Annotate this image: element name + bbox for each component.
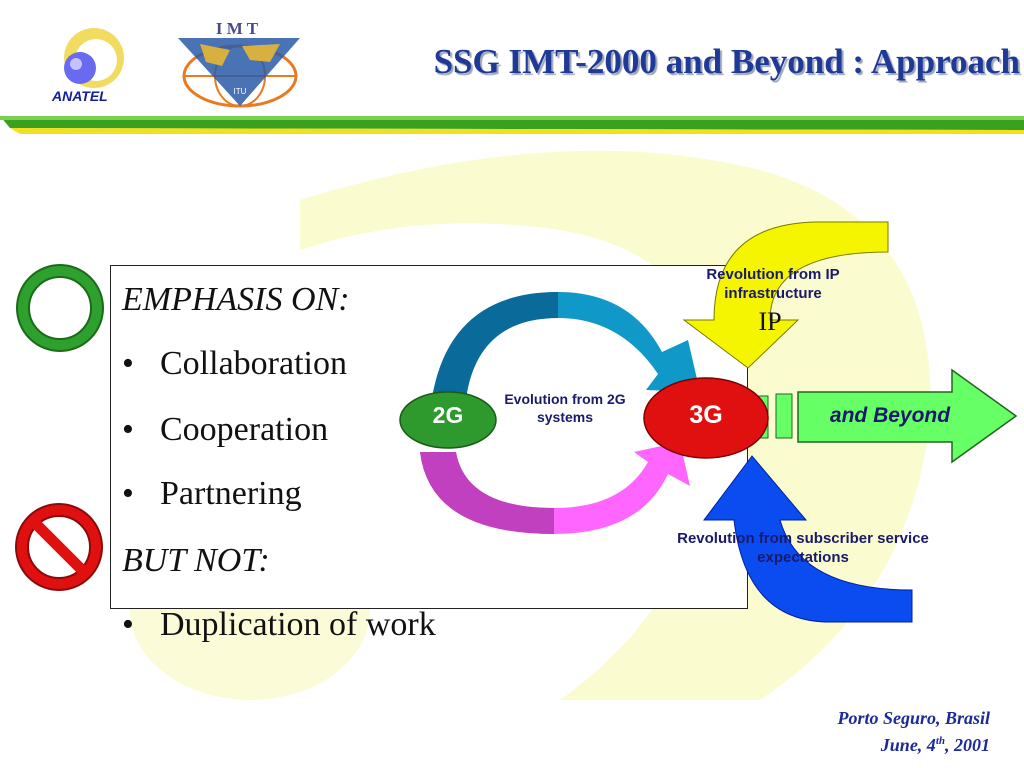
ip-label: IP [758, 307, 782, 336]
bullet-icon: • [122, 606, 134, 643]
itu-logo-text: ITU [234, 87, 247, 96]
anatel-logo [64, 28, 124, 88]
bullet-item: • Duplication of work [122, 606, 436, 644]
ip-revolution-arrow [682, 221, 889, 369]
bullet-item: • Partnering [122, 475, 302, 513]
header-bar [0, 116, 1024, 134]
ip-caption: Revolution from IP infrastructure [706, 266, 840, 302]
connector-block-2 [775, 393, 793, 439]
evolution-label: Evolution from 2G systems [504, 391, 626, 426]
beyond-arrow [797, 368, 1018, 464]
bullet-label: Collaboration [160, 345, 347, 382]
footer-date: June, 4th, 2001 [690, 735, 990, 756]
page-title: SSG IMT-2000 and Beyond : Approach [433, 42, 1020, 81]
footer-date-sup: th [935, 735, 945, 747]
bullet-label: Duplication of work [160, 606, 436, 643]
node-2g [399, 391, 497, 449]
subscriber-caption: Revolution from subscriber service expec… [677, 530, 929, 566]
node-3g-label: 3G [689, 401, 723, 429]
bullet-item: • Cooperation [122, 411, 328, 449]
node-2g-label: 2G [432, 402, 464, 428]
anatel-logo-text: ANATEL [52, 88, 108, 104]
node-3g [643, 377, 769, 459]
footer-date-suffix: , 2001 [945, 735, 990, 755]
bullet-icon: • [122, 345, 134, 382]
bullet-icon: • [122, 475, 134, 512]
approved-circle-icon [16, 264, 104, 352]
bullet-icon: • [122, 411, 134, 448]
subscriber-revolution-arrow [703, 455, 913, 623]
imt-logo-text: I M T [216, 19, 259, 38]
bullet-item: • Collaboration [122, 345, 347, 383]
imt-itu-logo: I M T ITU [178, 19, 300, 108]
footer-location: Porto Seguro, Brasil [837, 708, 990, 728]
prohibited-icon [15, 503, 103, 591]
bullet-label: Partnering [160, 475, 302, 512]
footer-date-prefix: June, 4 [880, 735, 936, 755]
emphasis-heading: EMPHASIS ON: [122, 281, 350, 318]
bullet-label: Cooperation [160, 411, 329, 448]
but-not-heading: BUT NOT: [122, 542, 270, 579]
beyond-label: and Beyond [829, 404, 951, 427]
